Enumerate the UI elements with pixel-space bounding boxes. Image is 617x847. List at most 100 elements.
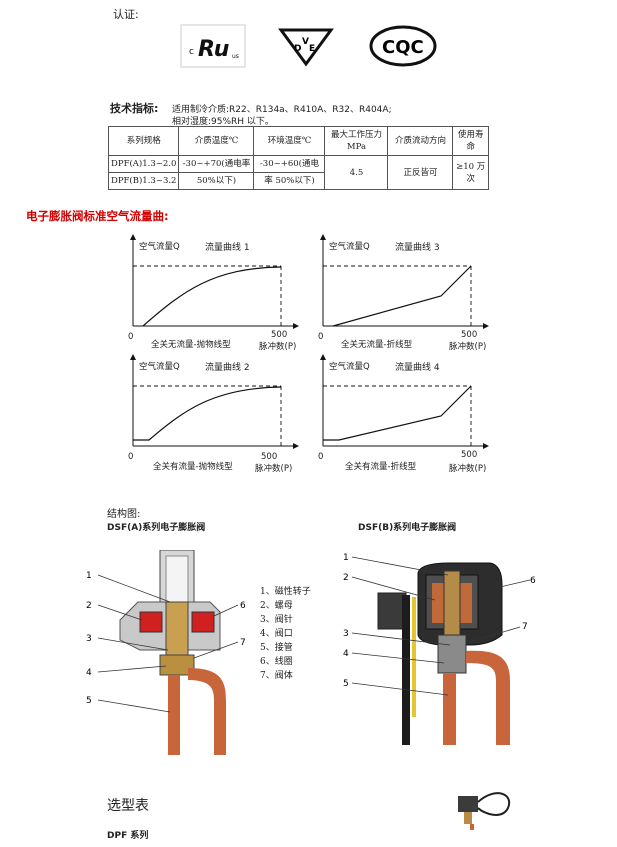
chart-caption: 全关有流量-抛物线型 <box>153 462 233 472</box>
chart-canvas <box>130 354 299 449</box>
table-cell: 率 50%以下) <box>253 172 326 190</box>
table-header-row: 系列规格 介质温度℃ 环境温度℃ 最大工作压力MPa 介质流动方向 使用寿命 <box>107 126 489 156</box>
callout-1: 1 <box>86 571 92 581</box>
callout-3: 3 <box>343 629 349 639</box>
tech-title: 技术指标: <box>110 102 159 115</box>
series-label: DPF 系列 <box>107 831 149 841</box>
table-cell: 正反皆可 <box>387 155 454 190</box>
chart-ylabel: 空气流量Q <box>139 362 180 372</box>
table-header: 使用寿命 <box>452 126 489 156</box>
svg-text:c: c <box>189 47 194 57</box>
tech-line-1: 适用制冷介质:R22、R134a、R410A、R32、R404A; <box>172 105 392 115</box>
table-header: 系列规格 <box>107 126 180 156</box>
callout-6: 6 <box>240 601 246 611</box>
valve-product-photo <box>458 792 511 830</box>
table-cell: DPF(A)1.3~2.0 <box>107 155 180 173</box>
table-cell: -30~+60(通电 <box>253 155 326 173</box>
chart-ylabel: 空气流量Q <box>329 362 370 372</box>
flow-curve <box>332 265 472 327</box>
table-row: DPF(B)1.3~3.2 50%以下) 率 50%以下) <box>107 172 489 190</box>
dsf-b-title: DSF(B)系列电子膨胀阀 <box>358 523 457 533</box>
legend-item: 6、线圈 <box>260 657 293 667</box>
table-header: 最大工作压力MPa <box>324 126 389 156</box>
cqc-logo: CQC <box>369 24 437 68</box>
chart-caption: 全关有流量-折线型 <box>345 462 417 472</box>
svg-text:us: us <box>232 53 239 60</box>
flow-curve <box>323 385 472 441</box>
x-axis-arrow <box>483 323 489 329</box>
chart-xlabel: 脉冲数(P) <box>255 464 293 474</box>
chart-title: 流量曲线 4 <box>395 363 440 373</box>
callout-7: 7 <box>522 622 528 632</box>
chart-xlabel: 脉冲数(P) <box>449 464 487 474</box>
chart-x-end-label: 500 <box>461 330 478 340</box>
table-cell: -30~+70(通电率 <box>178 155 255 173</box>
callout-5: 5 <box>343 679 349 689</box>
legend-item: 4、阀口 <box>260 629 293 639</box>
flow-chart-1: 空气流量Q 流量曲线 1 0 500 全关无流量-抛物线型 脉冲数(P) <box>113 232 303 352</box>
callout-4: 4 <box>343 649 349 659</box>
callout-3: 3 <box>86 634 92 644</box>
callout-1: 1 <box>343 553 349 563</box>
ul-logo: c Ru us <box>180 24 246 68</box>
y-axis-arrow <box>320 234 326 240</box>
chart-ylabel: 空气流量Q <box>329 242 370 252</box>
legend-item: 1、磁性转子 <box>260 587 311 597</box>
x-axis-arrow <box>293 323 299 329</box>
table-row: DPF(A)1.3~2.0 -30~+70(通电率 -30~+60(通电 4.5… <box>107 155 489 190</box>
dsf-a-diagram: 1 2 3 4 5 6 7 <box>86 550 246 755</box>
flow-curve <box>133 386 282 441</box>
svg-text:E: E <box>309 44 315 54</box>
legend-item: 2、螺母 <box>260 601 293 611</box>
table-cell: 50%以下) <box>178 172 255 190</box>
cert-label: 认证: <box>113 8 139 21</box>
flow-chart-2: 空气流量Q 流量曲线 2 0 500 全关有流量-抛物线型 脉冲数(P) <box>113 352 303 474</box>
chart-title: 流量曲线 3 <box>395 243 440 253</box>
flow-chart-4: 空气流量Q 流量曲线 4 0 500 全关有流量-折线型 脉冲数(P) <box>303 352 493 474</box>
tech-line-2: 相对湿度:95%RH 以下。 <box>172 117 274 127</box>
chart-x-end-label: 500 <box>271 330 288 340</box>
y-axis-arrow <box>130 234 136 240</box>
callout-2: 2 <box>86 601 92 611</box>
y-axis-arrow <box>130 354 136 360</box>
table-header: 环境温度℃ <box>253 126 326 156</box>
callout-5: 5 <box>86 696 92 706</box>
spec-table: 系列规格 介质温度℃ 环境温度℃ 最大工作压力MPa 介质流动方向 使用寿命 D… <box>107 126 489 190</box>
legend-item: 5、接管 <box>260 643 293 653</box>
chart-xlabel: 脉冲数(P) <box>259 342 297 352</box>
chart-title: 流量曲线 2 <box>205 363 250 373</box>
legend-item: 7、阀体 <box>260 671 293 681</box>
callout-2: 2 <box>343 573 349 583</box>
chart-origin-label: 0 <box>318 332 324 342</box>
chart-origin-label: 0 <box>128 452 134 462</box>
chart-title: 流量曲线 1 <box>205 243 250 253</box>
chart-ylabel: 空气流量Q <box>139 242 180 252</box>
chart-x-end-label: 500 <box>461 450 478 460</box>
svg-text:D: D <box>294 44 301 54</box>
chart-canvas <box>320 234 489 329</box>
table-header: 介质流动方向 <box>387 126 454 156</box>
y-axis-arrow <box>320 354 326 360</box>
legend-item: 3、阀针 <box>260 615 293 625</box>
vde-logo: V D E <box>276 24 336 68</box>
dsf-b-diagram: 1 2 3 4 5 6 7 <box>343 553 536 745</box>
x-axis-arrow <box>293 443 299 449</box>
chart-origin-label: 0 <box>318 452 324 462</box>
structure-title: 结构图: <box>107 509 141 520</box>
x-axis-arrow <box>483 443 489 449</box>
callout-7: 7 <box>240 638 246 648</box>
chart-xlabel: 脉冲数(P) <box>449 342 487 352</box>
flow-curve <box>142 266 282 327</box>
callout-4: 4 <box>86 668 92 678</box>
table-cell: ≥10 万次 <box>452 155 489 190</box>
chart-canvas <box>130 234 299 329</box>
chart-caption: 全关无流量-折线型 <box>341 340 413 350</box>
svg-text:CQC: CQC <box>382 37 424 58</box>
svg-text:V: V <box>302 37 309 47</box>
svg-text:Ru: Ru <box>198 37 229 62</box>
callout-6: 6 <box>530 576 536 586</box>
flow-chart-3: 空气流量Q 流量曲线 3 0 500 全关无流量-折线型 脉冲数(P) <box>303 232 493 352</box>
table-cell: DPF(B)1.3~3.2 <box>107 172 180 190</box>
table-header: 介质温度℃ <box>178 126 255 156</box>
table-cell: 4.5 <box>324 155 389 190</box>
